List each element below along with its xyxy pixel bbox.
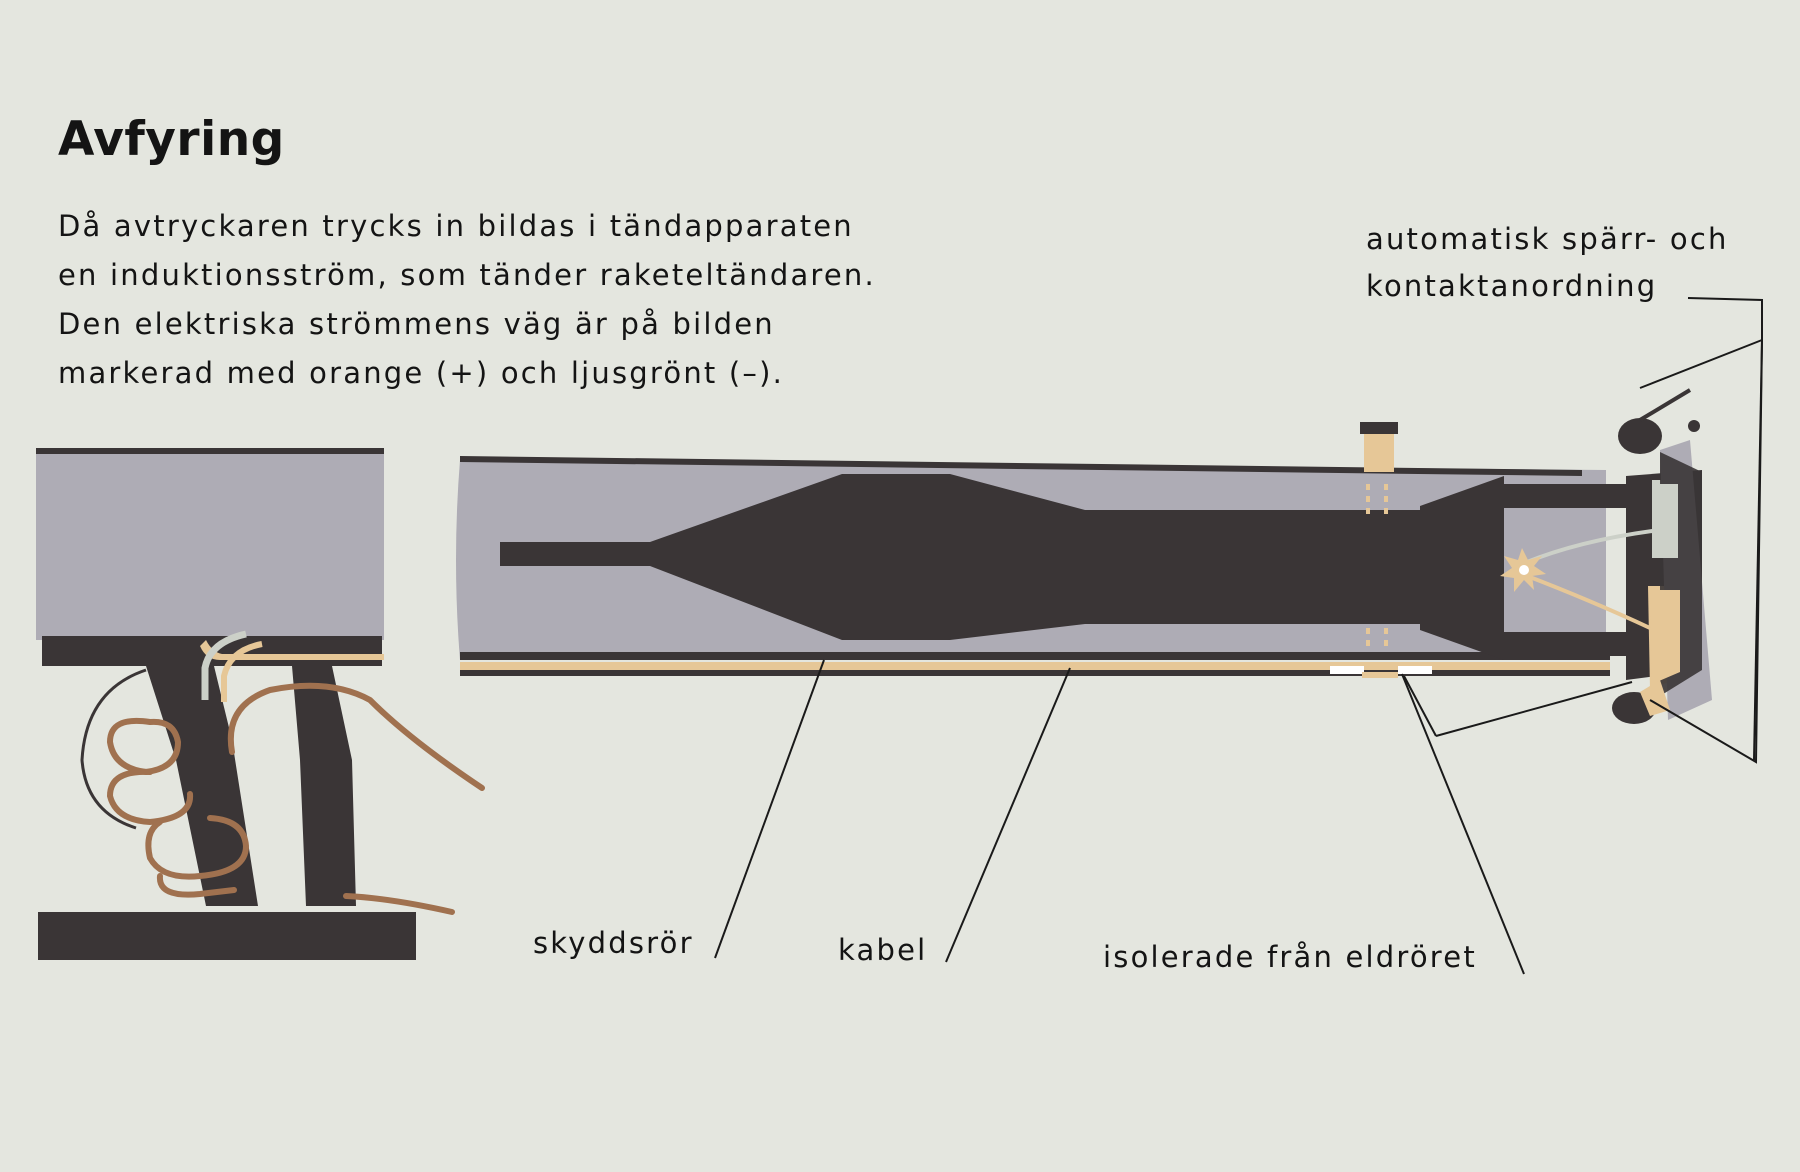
description-line: Då avtryckaren trycks in bildas i tändap… bbox=[58, 209, 854, 243]
housing-orange-wire bbox=[200, 640, 384, 660]
grip-orange-wire bbox=[221, 641, 263, 702]
sight-post bbox=[1360, 422, 1398, 472]
insulation-marks bbox=[1366, 484, 1388, 652]
leader-cable bbox=[945, 667, 1071, 963]
label-contact-device: automatisk spärr- och kontaktanordning bbox=[1366, 216, 1729, 310]
leader-tube bbox=[714, 659, 825, 959]
grip-support bbox=[292, 666, 356, 906]
leader-insulated-1 bbox=[1401, 673, 1525, 975]
hand-finger-2 bbox=[107, 768, 194, 825]
insulation-pads bbox=[1330, 666, 1432, 678]
page-title: Avfyring bbox=[58, 112, 285, 167]
rocket-fin-bottom bbox=[1504, 632, 1640, 656]
hand-thumb bbox=[227, 682, 485, 791]
hand-wrist bbox=[343, 893, 455, 915]
rocket-body bbox=[500, 474, 1504, 640]
hand-finger-4 bbox=[156, 873, 237, 898]
housing-top-edge bbox=[36, 448, 384, 454]
description-line: Den elektriska strömmens väg är på bilde… bbox=[58, 307, 775, 341]
leader-contact-vertical bbox=[1753, 339, 1763, 761]
grip bbox=[38, 630, 416, 960]
tube-bottom-wall bbox=[460, 652, 1610, 660]
trigger-guard bbox=[80, 668, 147, 830]
rocket bbox=[500, 474, 1640, 660]
label-contact-line: automatisk spärr- och bbox=[1366, 222, 1729, 256]
description-line: markerad med orange (+) och ljusgrönt (–… bbox=[58, 356, 785, 390]
leader-lines bbox=[714, 297, 1763, 975]
label-protective-tube: skyddsrör bbox=[533, 926, 694, 960]
hand-finger-3 bbox=[145, 815, 249, 880]
rocket-tail bbox=[1420, 476, 1504, 660]
leader-insulated-3 bbox=[1435, 681, 1633, 737]
base-plate bbox=[38, 912, 416, 960]
label-contact-line: kontaktanordning bbox=[1366, 269, 1658, 303]
tube-top-edge bbox=[460, 456, 1582, 476]
grip-handle bbox=[146, 666, 258, 906]
contact-assembly bbox=[1612, 388, 1712, 724]
tube-cable-dark bbox=[460, 670, 1610, 676]
description: Då avtryckaren trycks in bildas i tändap… bbox=[58, 202, 876, 398]
grip-green-wire bbox=[201, 630, 247, 700]
hand-finger-1 bbox=[107, 718, 181, 775]
label-insulated: isolerade från eldröret bbox=[1103, 940, 1477, 974]
launcher-housing bbox=[36, 448, 384, 666]
leader-contact-top bbox=[1639, 297, 1763, 389]
description-line: en induktionsström, som tänder raketeltä… bbox=[58, 258, 876, 292]
leader-insulated-2 bbox=[1403, 675, 1437, 737]
rocket-fin-top bbox=[1504, 484, 1640, 508]
tube-cable-orange bbox=[460, 662, 1610, 670]
label-cable: kabel bbox=[838, 933, 928, 967]
housing-body bbox=[36, 451, 384, 640]
igniter-spark bbox=[1500, 548, 1546, 592]
hand-outline bbox=[107, 682, 485, 915]
